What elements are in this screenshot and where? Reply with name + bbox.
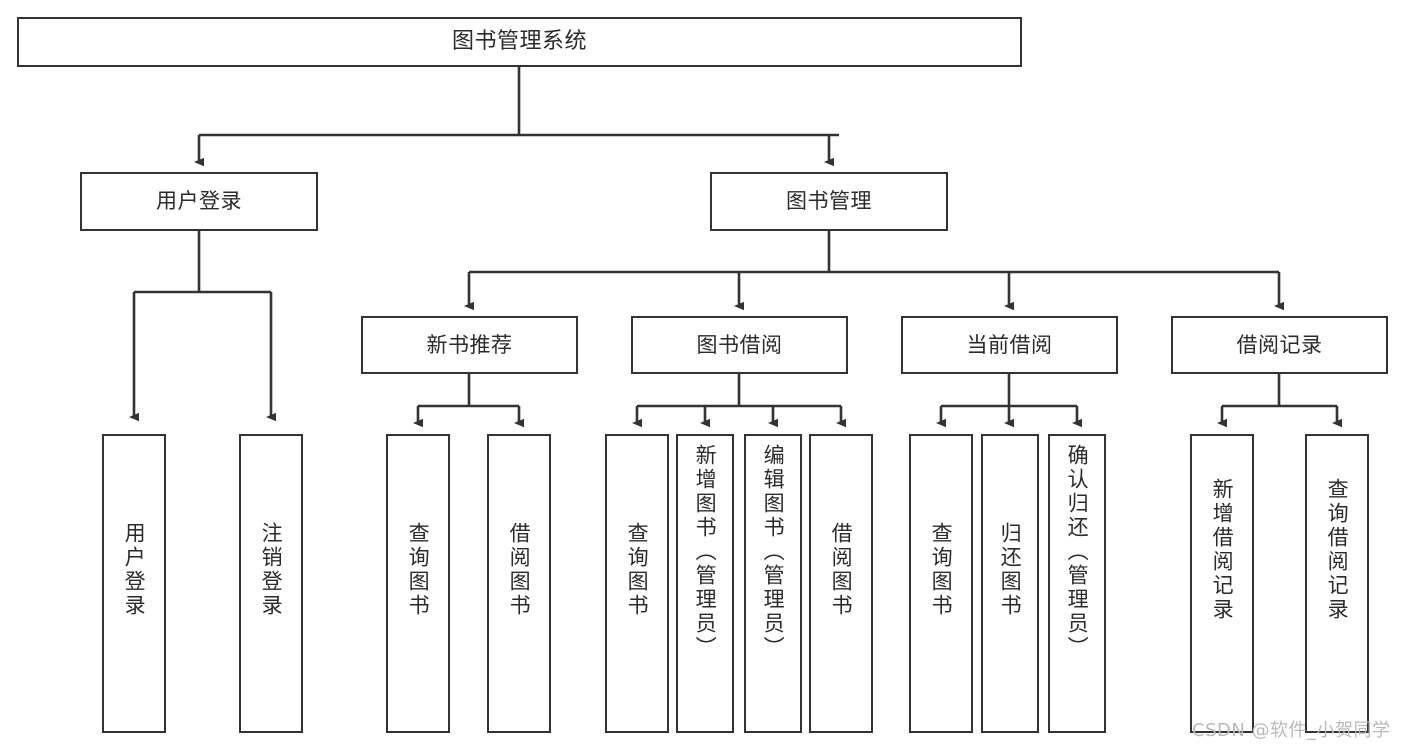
node-leaf-add-book-label: 新增图书（管理员） [693, 444, 718, 660]
node-book-borrow-label: 图书借阅 [696, 332, 783, 357]
node-new-book-recommend[interactable]: 新书推荐 [361, 316, 578, 374]
node-borrow-record[interactable]: 借阅记录 [1171, 316, 1388, 374]
node-leaf-borrow-book-1[interactable]: 借阅图书 [487, 434, 551, 733]
node-user-login[interactable]: 用户登录 [80, 172, 318, 231]
node-user-login-label: 用户登录 [156, 189, 242, 214]
node-leaf-query-book-3[interactable]: 查询图书 [909, 434, 973, 733]
node-leaf-add-record[interactable]: 新增借阅记录 [1190, 434, 1254, 733]
node-leaf-query-record-label: 查询借阅记录 [1325, 478, 1350, 622]
node-leaf-return-book-label: 归还图书 [998, 522, 1023, 618]
node-leaf-query-book-2-label: 查询图书 [625, 522, 650, 618]
node-book-management[interactable]: 图书管理 [710, 172, 948, 231]
node-leaf-query-book-1-label: 查询图书 [406, 522, 431, 618]
node-leaf-return-book[interactable]: 归还图书 [981, 434, 1039, 733]
node-leaf-borrow-book-2[interactable]: 借阅图书 [809, 434, 873, 733]
node-new-book-recommend-label: 新书推荐 [426, 332, 513, 357]
node-leaf-user-login-label: 用户登录 [122, 522, 147, 618]
node-leaf-edit-book-label: 编辑图书（管理员） [761, 444, 786, 660]
node-leaf-edit-book[interactable]: 编辑图书（管理员） [744, 434, 802, 733]
node-current-borrow-label: 当前借阅 [966, 332, 1053, 357]
node-root[interactable]: 图书管理系统 [17, 17, 1022, 67]
node-leaf-borrow-book-2-label: 借阅图书 [829, 522, 854, 618]
node-leaf-query-book-3-label: 查询图书 [929, 522, 954, 618]
node-leaf-query-book-2[interactable]: 查询图书 [605, 434, 669, 733]
node-leaf-borrow-book-1-label: 借阅图书 [507, 522, 532, 618]
node-leaf-confirm-return-label: 确认归还（管理员） [1065, 444, 1090, 660]
node-current-borrow[interactable]: 当前借阅 [901, 316, 1118, 374]
node-leaf-logout-label: 注销登录 [259, 522, 284, 618]
node-book-borrow[interactable]: 图书借阅 [631, 316, 848, 374]
node-leaf-query-book-1[interactable]: 查询图书 [386, 434, 450, 733]
node-leaf-user-login[interactable]: 用户登录 [102, 434, 166, 733]
node-root-label: 图书管理系统 [451, 29, 587, 55]
node-borrow-record-label: 借阅记录 [1236, 332, 1323, 357]
node-book-management-label: 图书管理 [786, 189, 872, 214]
node-leaf-confirm-return[interactable]: 确认归还（管理员） [1048, 434, 1106, 733]
watermark-text: CSDN @软件_小贺同学 [1192, 720, 1391, 741]
node-leaf-add-book[interactable]: 新增图书（管理员） [676, 434, 734, 733]
node-leaf-add-record-label: 新增借阅记录 [1210, 478, 1235, 622]
node-leaf-logout[interactable]: 注销登录 [239, 434, 303, 733]
node-leaf-query-record[interactable]: 查询借阅记录 [1305, 434, 1369, 733]
